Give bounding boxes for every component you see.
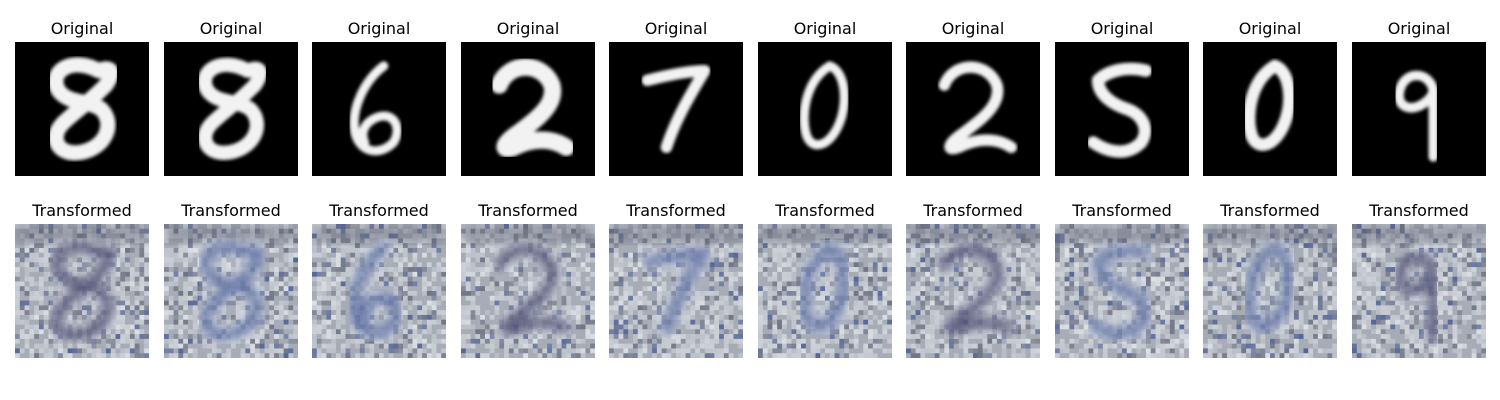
transformed-title-5: Transformed [626, 201, 726, 220]
digit-ghost [798, 241, 851, 333]
original-title-2: Original [199, 19, 263, 38]
original-image-7 [906, 42, 1040, 176]
digit-ghost [493, 243, 573, 337]
original-image-1 [15, 42, 149, 176]
original-title-3: Original [347, 19, 411, 38]
original-image-4 [461, 42, 595, 176]
transformed-image-10 [1352, 224, 1486, 358]
digit-stroke [1087, 62, 1153, 158]
transformed-title-9: Transformed [1220, 201, 1320, 220]
digit-stroke [799, 61, 849, 150]
transformed-image-1 [15, 224, 149, 358]
transformed-title-10: Transformed [1369, 201, 1469, 220]
original-image-10 [1352, 42, 1486, 176]
digit-ghost [938, 243, 1018, 337]
digit-ghost [1243, 241, 1296, 333]
digit-ghost [1087, 245, 1152, 340]
original-image-8 [1055, 42, 1189, 176]
digit-stroke [349, 61, 402, 156]
transformed-title-8: Transformed [1072, 201, 1172, 220]
transformed-title-3: Transformed [329, 201, 429, 220]
transformed-image-6 [758, 224, 892, 358]
original-image-6 [758, 42, 892, 176]
digit-stroke [197, 57, 268, 160]
transformed-image-8 [1055, 224, 1189, 358]
original-image-2 [164, 42, 298, 176]
digit-stroke [1242, 59, 1296, 151]
original-title-10: Original [1387, 19, 1451, 38]
transformed-title-7: Transformed [923, 201, 1023, 220]
transformed-image-4 [461, 224, 595, 358]
transformed-title-6: Transformed [775, 201, 875, 220]
digit-stroke [1394, 70, 1439, 162]
digit-ghost [1393, 251, 1440, 345]
digit-ghost [641, 246, 715, 336]
original-title-1: Original [50, 19, 114, 38]
original-image-5 [609, 42, 743, 176]
digit-ghost [50, 241, 117, 341]
original-title-6: Original [793, 19, 857, 38]
original-title-5: Original [644, 19, 708, 38]
original-image-9 [1203, 42, 1337, 176]
digit-ghost [348, 242, 403, 339]
original-title-7: Original [941, 19, 1005, 38]
transformed-title-1: Transformed [32, 201, 132, 220]
transformed-image-5 [609, 224, 743, 358]
digit-stroke [490, 58, 575, 158]
digit-stroke [938, 61, 1018, 155]
original-title-9: Original [1238, 19, 1302, 38]
digit-stroke [641, 64, 711, 154]
digit-ghost [199, 241, 266, 341]
transformed-title-4: Transformed [478, 201, 578, 220]
transformed-image-9 [1203, 224, 1337, 358]
original-title-4: Original [496, 19, 560, 38]
transformed-title-2: Transformed [181, 201, 281, 220]
transformed-image-7 [906, 224, 1040, 358]
digit-stroke [48, 57, 119, 161]
transformed-image-3 [312, 224, 446, 358]
original-image-3 [312, 42, 446, 176]
transformed-image-2 [164, 224, 298, 358]
original-title-8: Original [1090, 19, 1154, 38]
